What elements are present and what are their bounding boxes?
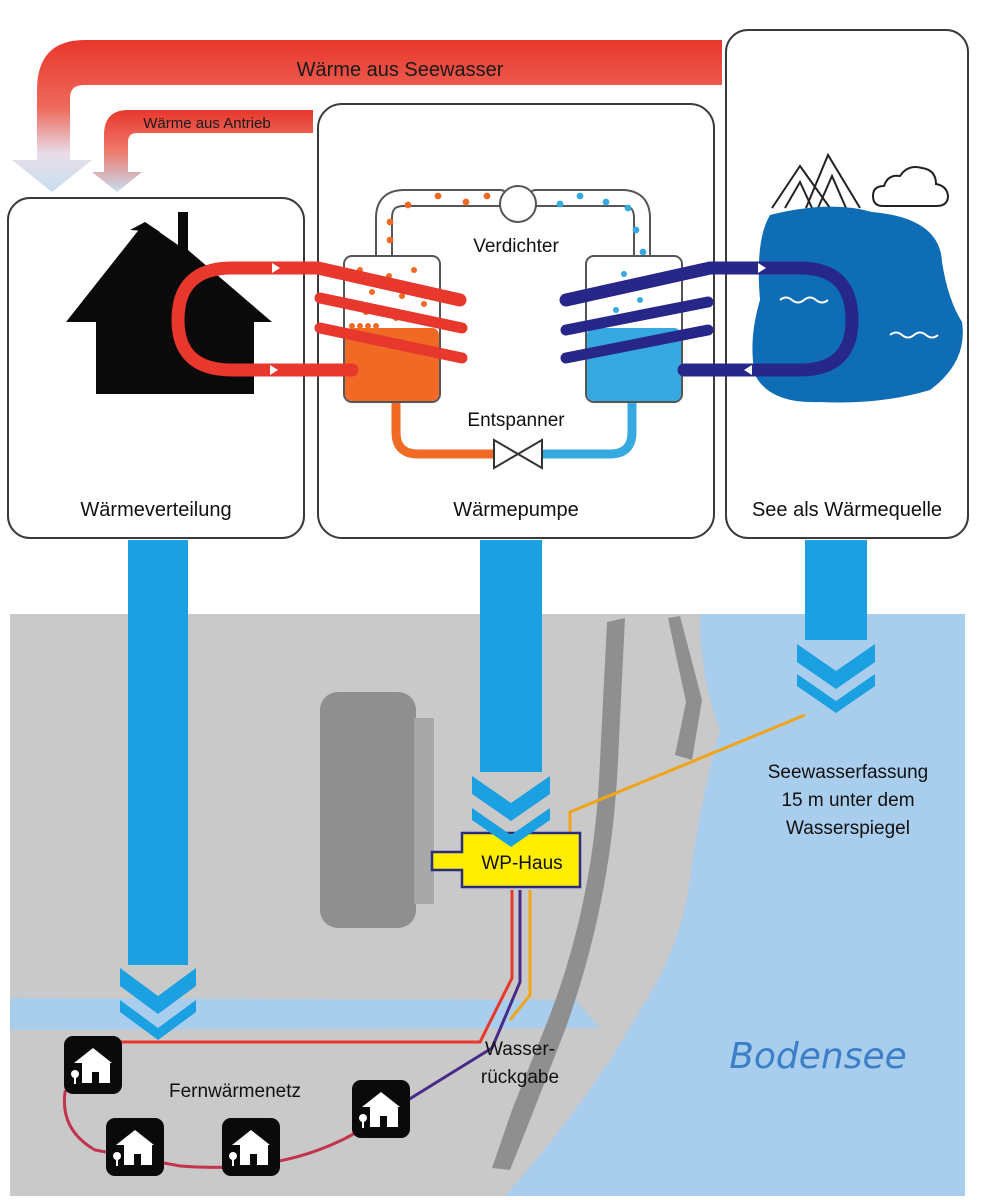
pump-house xyxy=(430,831,582,889)
heat-pump-panel-label: Wärmepumpe xyxy=(453,499,579,521)
lake-flow-arrow xyxy=(797,540,875,713)
drive-heat-arrow: Wärme aus Antrieb xyxy=(92,110,313,192)
flow-arrows xyxy=(120,540,875,1040)
pier xyxy=(668,616,702,760)
intake-pipe xyxy=(568,713,806,833)
hot-water-loop xyxy=(171,261,467,377)
return-label-line1: Wasser- xyxy=(485,1039,555,1060)
compressor-icon xyxy=(499,185,537,223)
water-waves xyxy=(779,296,939,339)
network-pipe-return xyxy=(381,890,522,1118)
return-label-line2: rückgabe xyxy=(481,1067,559,1088)
building-annex xyxy=(414,718,434,904)
intake-label-line2: 15 m unter dem xyxy=(781,790,914,811)
refrigerant-cold-dots xyxy=(556,192,647,256)
evaporator-coils xyxy=(560,296,714,364)
heat-pump-flow-arrow xyxy=(472,540,550,847)
seawater-heat-label: Wärme aus Seewasser xyxy=(297,59,504,81)
lake-source-panel-label: See als Wärmequelle xyxy=(752,499,942,521)
distribution-panel-label: Wärmeverteilung xyxy=(80,499,231,521)
intake-label-line1: Seewasserfassung xyxy=(768,762,929,783)
cold-water-loop xyxy=(559,261,859,377)
seawater-heat-arrow: Wärme aus Seewasser xyxy=(12,40,722,192)
refrigerant-cold-return xyxy=(538,398,637,459)
lake-name-label: Bodensee xyxy=(729,1036,907,1077)
shore-road xyxy=(492,618,625,1170)
compressor-label: Verdichter xyxy=(473,236,559,257)
network-pipe-supply xyxy=(118,890,514,1044)
network-loop xyxy=(62,1071,383,1169)
cloud-icon xyxy=(871,166,950,207)
lake-body xyxy=(752,206,963,403)
condenser-coils xyxy=(314,292,468,364)
mountains-icon xyxy=(771,152,861,209)
distribution-flow-arrow xyxy=(120,540,196,1040)
lake-scene xyxy=(752,152,963,403)
refrigerant-hot-dots xyxy=(386,192,491,244)
lake-water xyxy=(505,614,965,1196)
house-icon xyxy=(222,1118,280,1176)
pump-house-label: WP-Haus xyxy=(481,853,562,874)
expansion-valve-icon xyxy=(493,438,543,470)
heat-pump-panel xyxy=(317,103,715,539)
house-icon xyxy=(106,1118,164,1176)
network-label: Fernwärmenetz xyxy=(169,1081,301,1102)
house-icon xyxy=(352,1080,410,1138)
heat-pump-cycle: Verdichter Entspanner xyxy=(171,185,859,470)
intake-label-line3: Wasserspiegel xyxy=(786,818,910,839)
drive-heat-label: Wärme aus Antrieb xyxy=(143,115,271,132)
house-icon xyxy=(64,1036,122,1094)
refrigerant-hot-return xyxy=(391,398,498,459)
return-pipe xyxy=(508,890,532,1021)
house-icons xyxy=(64,1036,410,1176)
expansion-valve-label: Entspanner xyxy=(467,410,565,431)
building-block xyxy=(320,692,416,928)
house-silhouette xyxy=(66,212,272,394)
